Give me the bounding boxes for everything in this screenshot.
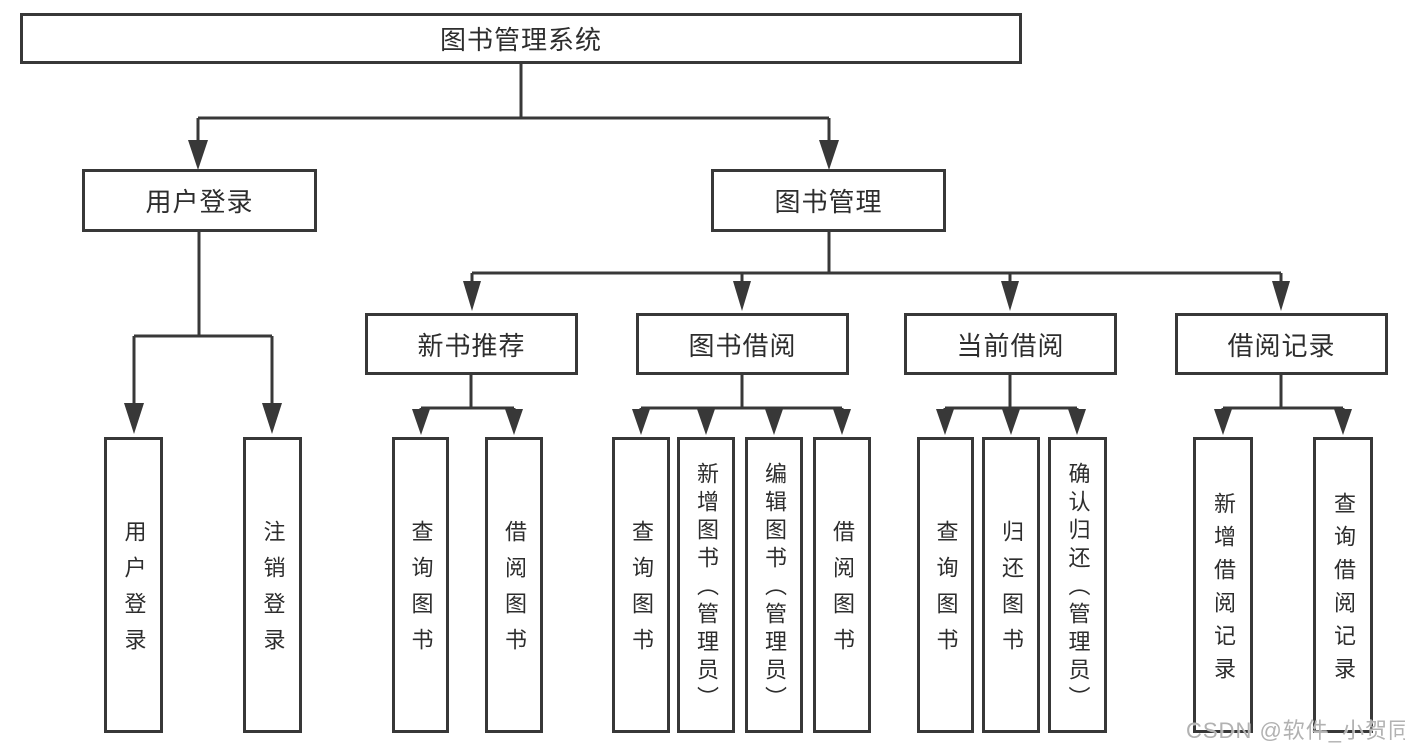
leaf-user-login-label: 用户登录 [121, 520, 147, 664]
node-new-book-recommend-label: 新书推荐 [417, 330, 526, 361]
connector-current-leaves [943, 375, 1079, 412]
leaf-recommend-borrow-book: 借阅图书 [485, 437, 543, 733]
leaf-recommend-query-book-label: 查询图书 [408, 520, 434, 664]
arrowhead-icon [632, 409, 650, 435]
leaf-borrow-add-book-label: 新增图书（管理员） [694, 462, 719, 714]
leaf-record-query-record-label: 查询借阅记录 [1331, 491, 1356, 690]
arrowhead-icon [1272, 281, 1290, 311]
leaf-current-return-book: 归还图书 [982, 437, 1040, 733]
leaf-borrow-query-book-label: 查询图书 [629, 520, 654, 664]
csdn-watermark: CSDN @软件_小贺同学 [1186, 718, 1405, 743]
leaf-user-login: 用户登录 [104, 437, 163, 733]
node-root-label: 图书管理系统 [439, 25, 602, 55]
arrowhead-icon [188, 140, 208, 170]
arrowhead-icon [833, 409, 851, 435]
arrowhead-icons [124, 140, 1352, 435]
arrowhead-icon [733, 281, 751, 311]
arrowhead-icon [697, 409, 715, 435]
node-book-management-label: 图书管理 [774, 187, 883, 217]
leaf-logout: 注销登录 [243, 437, 302, 733]
leaf-borrow-edit-book-label: 编辑图书（管理员） [762, 462, 787, 714]
leaf-current-query-book: 查询图书 [917, 437, 974, 733]
node-current-borrow: 当前借阅 [904, 313, 1117, 375]
connector-recommend-leaves [419, 375, 516, 412]
leaf-record-add-record-label: 新增借阅记录 [1211, 491, 1236, 690]
connector-borrow-leaves [639, 375, 844, 412]
leaf-current-query-book-label: 查询图书 [933, 520, 959, 664]
arrowhead-icon [412, 409, 430, 435]
connector-root-level2 [196, 64, 831, 142]
node-borrow-record-label: 借阅记录 [1227, 330, 1336, 361]
leaf-current-confirm-return-label: 确认归还（管理员） [1065, 462, 1091, 714]
leaf-current-confirm-return: 确认归还（管理员） [1048, 437, 1107, 733]
leaf-borrow-borrow-book: 借阅图书 [813, 437, 871, 733]
arrowhead-icon [1002, 409, 1020, 435]
node-book-borrow: 图书借阅 [636, 313, 849, 375]
arrowhead-icon [819, 140, 839, 170]
node-current-borrow-label: 当前借阅 [956, 330, 1065, 361]
leaf-record-query-record: 查询借阅记录 [1313, 437, 1373, 733]
leaf-borrow-add-book: 新增图书（管理员） [677, 437, 735, 733]
leaf-borrow-edit-book: 编辑图书（管理员） [745, 437, 803, 733]
arrowhead-icon [1001, 281, 1019, 311]
leaf-recommend-borrow-book-label: 借阅图书 [502, 520, 527, 664]
leaf-record-add-record: 新增借阅记录 [1193, 437, 1253, 733]
arrowhead-icon [505, 409, 523, 435]
node-user-login: 用户登录 [82, 169, 317, 232]
arrowhead-icon [1068, 409, 1086, 435]
leaf-current-return-book-label: 归还图书 [999, 520, 1024, 664]
arrowhead-icon [1334, 409, 1352, 435]
node-borrow-record: 借阅记录 [1175, 313, 1388, 375]
node-new-book-recommend: 新书推荐 [365, 313, 578, 375]
arrowhead-icon [124, 403, 144, 434]
connector-bookmgmt-level3 [470, 232, 1283, 283]
arrowhead-icon [1214, 409, 1232, 435]
leaf-borrow-query-book: 查询图书 [612, 437, 670, 733]
leaf-borrow-borrow-book-label: 借阅图书 [830, 520, 855, 664]
node-root: 图书管理系统 [20, 13, 1022, 64]
leaf-logout-label: 注销登录 [260, 520, 286, 664]
node-user-login-label: 用户登录 [145, 187, 254, 217]
connector-record-leaves [1221, 375, 1345, 412]
connector-userlogin-leaves [132, 232, 274, 406]
leaf-recommend-query-book: 查询图书 [392, 437, 449, 733]
arrowhead-icon [262, 403, 282, 434]
arrowhead-icon [936, 409, 954, 435]
node-book-borrow-label: 图书借阅 [688, 330, 797, 361]
node-book-management: 图书管理 [711, 169, 946, 232]
arrowhead-icon [765, 409, 783, 435]
arrowhead-icon [463, 281, 481, 311]
